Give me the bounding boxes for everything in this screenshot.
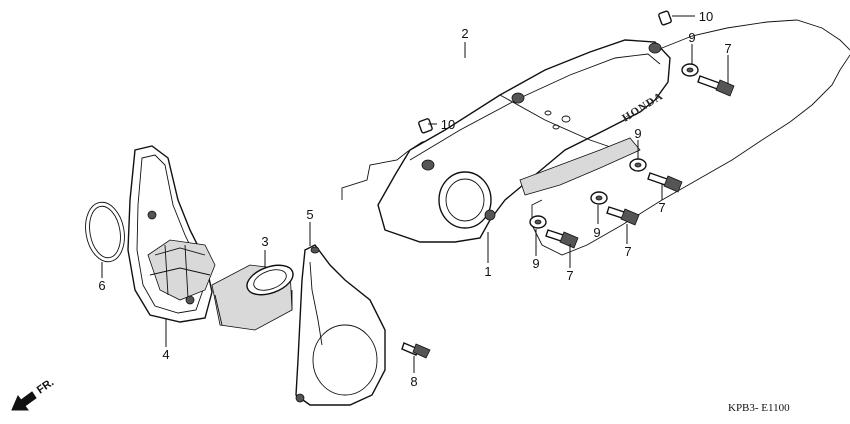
callout-9-middle: 9 [593, 225, 600, 240]
callout-7-middle: 7 [624, 244, 631, 259]
dowel-pin-upper [658, 10, 672, 26]
direction-label: FR. [35, 376, 56, 396]
dowel-pin-lower [418, 118, 433, 134]
washer-top [681, 63, 699, 77]
callout-5: 5 [306, 207, 313, 222]
bolt-8 [401, 342, 431, 359]
callout-3: 3 [261, 234, 268, 249]
callout-1: 1 [484, 264, 491, 279]
callout-8: 8 [410, 374, 417, 389]
callout-10-lower: 10 [441, 117, 455, 132]
bolt-middle [606, 206, 640, 226]
o-ring [85, 201, 125, 263]
callout-4: 4 [162, 347, 169, 362]
callout-9-right: 9 [634, 126, 641, 141]
air-element [211, 264, 294, 331]
duct-cover [295, 244, 386, 406]
callout-9-lower: 9 [532, 256, 539, 271]
callout-9-top: 9 [688, 30, 695, 45]
washer-lower [529, 215, 547, 229]
callout-7-top: 7 [724, 41, 731, 56]
leader-lines [101, 15, 729, 373]
washer-middle [590, 191, 608, 205]
callout-2: 2 [461, 26, 468, 41]
bolt-lower [545, 229, 579, 249]
bolt-top [697, 75, 735, 97]
callout-7-right: 7 [658, 200, 665, 215]
bolt-right [647, 172, 683, 193]
diagram-code: KPB3- E1100 [728, 402, 790, 414]
callout-7-lower: 7 [566, 268, 573, 283]
air-cleaner-case [127, 145, 216, 323]
washer-right [629, 158, 647, 172]
callout-6: 6 [98, 278, 105, 293]
front-direction-arrow-icon [11, 391, 37, 411]
callout-10-upper: 10 [699, 9, 713, 24]
